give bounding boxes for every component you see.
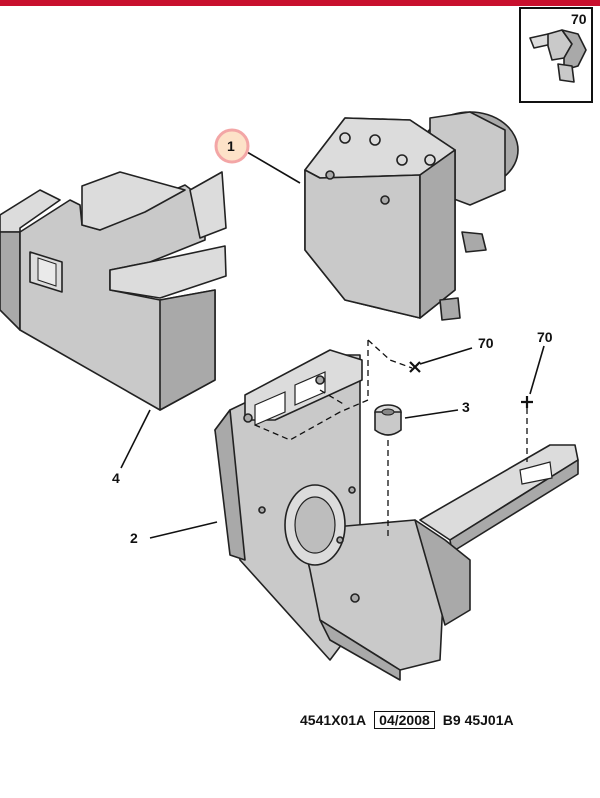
part-2-bracket [214,349,579,681]
assembly-dashed-lines [254,339,528,540]
footer-ref-right: B9 45J01A [442,712,514,728]
callout-part-3: 3 [462,399,470,415]
inset-fastener-box: 70 [519,7,593,103]
highlight-circle [214,128,250,164]
inset-callout: 70 [571,11,587,27]
fastener-mark-right [521,396,533,408]
callout-part-1: 1 [214,128,250,164]
bolt-icon [529,29,587,83]
callout-fastener-right: 70 [537,329,553,345]
footer-date: 04/2008 [374,711,435,729]
svg-text:1: 1 [227,138,235,154]
fastener-mark-left [409,361,421,373]
callout-part-4: 4 [112,470,120,486]
callout-part-2: 2 [130,530,138,546]
part-4-cover [0,171,227,411]
diagram-footer: 4541X01A 04/2008 B9 45J01A [300,710,514,730]
top-color-bar [0,0,600,6]
leader-fastener-left [419,347,473,365]
footer-ref-left: 4541X01A [300,712,367,728]
leader-part-2 [149,521,218,539]
part-3-grommet [374,404,402,436]
leader-fastener-right [529,345,545,395]
leader-part-3 [404,409,459,419]
leader-part-4 [120,409,151,469]
callout-fastener-left: 70 [478,335,494,351]
leader-part-1 [246,151,301,184]
part-1-abs-unit [304,111,519,321]
